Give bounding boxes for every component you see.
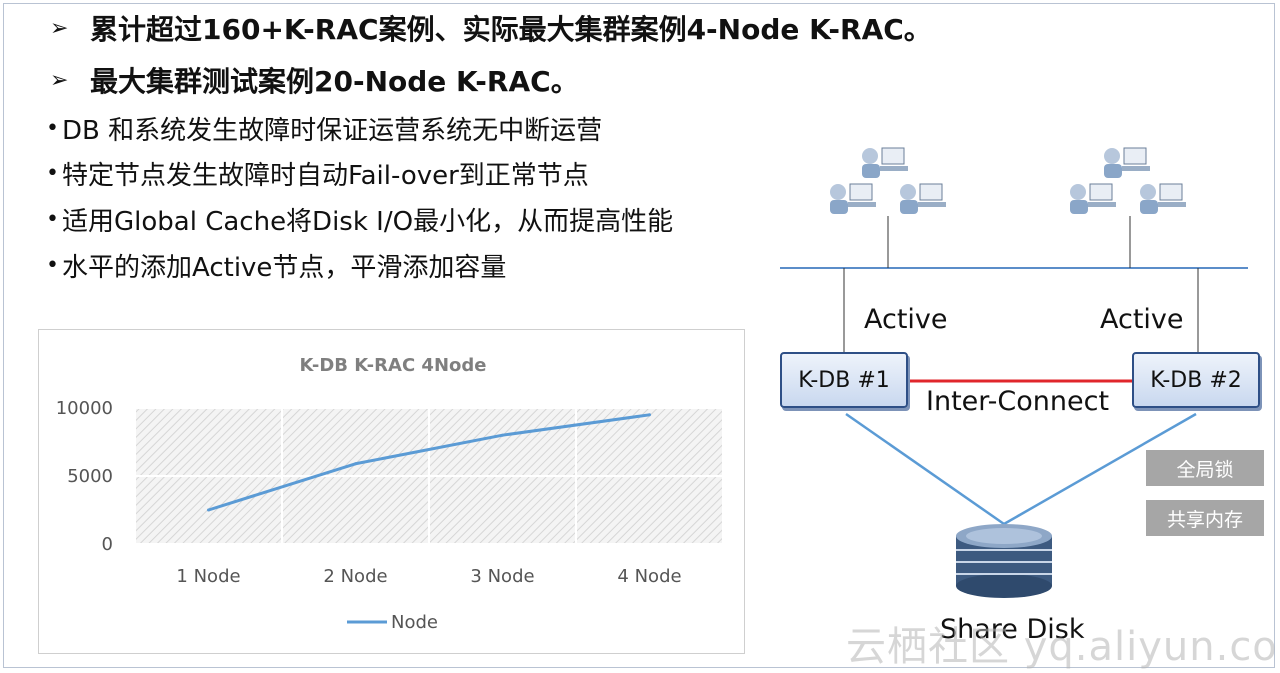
client-computer-icon [900,183,946,214]
node-kdb-2: K-DB #2 [1132,352,1260,408]
watermark: 云栖社区 yq.aliyun.com [846,624,1280,670]
series-point [501,433,504,437]
bullet-dot: • [46,207,59,232]
heading-cases: ➢ 累计超过160+K-RAC案例、实际最大集群案例4-Node K-RAC。 [50,8,932,48]
x-tick-label: 4 Node [617,566,681,587]
bullet-item: • 水平的添加Active节点，平滑添加容量 [46,247,506,284]
bullet-text: 水平的添加Active节点，平滑添加容量 [62,253,507,283]
disk-link-left [845,412,1005,526]
series-point [354,462,357,466]
bullet-dot: • [46,116,59,141]
series-point [207,508,210,512]
client-computer-icon [1070,183,1116,214]
y-tick-label: 10000 [56,398,113,419]
bullet-item: • 特定节点发生故障时自动Fail-over到正常节点 [46,155,589,192]
series-line [208,413,650,512]
bullet-text: 适用Global Cache将Disk I/O最小化，从而提高性能 [62,207,674,237]
legend-label: Node [391,612,438,633]
bullet-text: 特定节点发生故障时自动Fail-over到正常节点 [62,161,589,191]
disk-link-right [1003,412,1197,526]
tag-global-lock: 全局锁 [1146,450,1264,486]
bullet-item: • 适用Global Cache将Disk I/O最小化，从而提高性能 [46,201,673,238]
arrow-bullet-icon: ➢ [50,15,69,41]
tag-shared-memory: 共享内存 [1146,500,1264,536]
series-point [648,413,651,417]
x-tick-label: 3 Node [470,566,534,587]
share-disk-label: Share Disk [940,614,1085,645]
y-tick-label: 0 [102,534,113,555]
diagram-lines [780,147,1248,598]
bullet-text: DB 和系统发生故障时保证运营系统无中断运营 [62,116,603,146]
chart-title: K-DB K-RAC 4Node [300,355,487,376]
client-computer-icon [862,147,908,178]
node-kdb-1: K-DB #1 [780,352,908,408]
chart-svg: K-DB K-RAC 4Node 0 5000 10000 1 Node 2 Node 3… [56,355,724,633]
bullet-dot: • [46,253,59,278]
slide-frame [3,3,1275,668]
heading-cases-text: 累计超过160+K-RAC案例、实际最大集群案例4-Node K-RAC。 [90,13,932,46]
client-computer-icon [830,183,876,214]
active-label-right: Active [1100,304,1184,335]
x-tick-label: 2 Node [323,566,387,587]
disk-storage-icon [956,524,1052,598]
bullet-dot: • [46,161,59,186]
interconnect-label: Inter-Connect [926,386,1110,417]
node-kdb-2-label: K-DB #2 [1150,367,1242,393]
cluster-diagram: Active Active K-DB #1 K-DB #2 Inter-Conn… [770,130,1270,660]
client-computer-icon [1104,147,1150,178]
heading-test: ➢ 最大集群测试案例20-Node K-RAC。 [50,60,579,100]
y-tick-label: 5000 [67,466,113,487]
arrow-bullet-icon: ➢ [50,67,69,93]
x-tick-label: 1 Node [176,566,240,587]
heading-test-text: 最大集群测试案例20-Node K-RAC。 [90,65,579,98]
bullet-item: • DB 和系统发生故障时保证运营系统无中断运营 [46,110,602,147]
performance-chart: K-DB K-RAC 4Node 0 5000 10000 1 Node 2 Node 3… [38,329,745,654]
active-label-left: Active [864,304,948,335]
client-computer-icon [1140,183,1186,214]
node-kdb-1-label: K-DB #1 [798,367,890,393]
